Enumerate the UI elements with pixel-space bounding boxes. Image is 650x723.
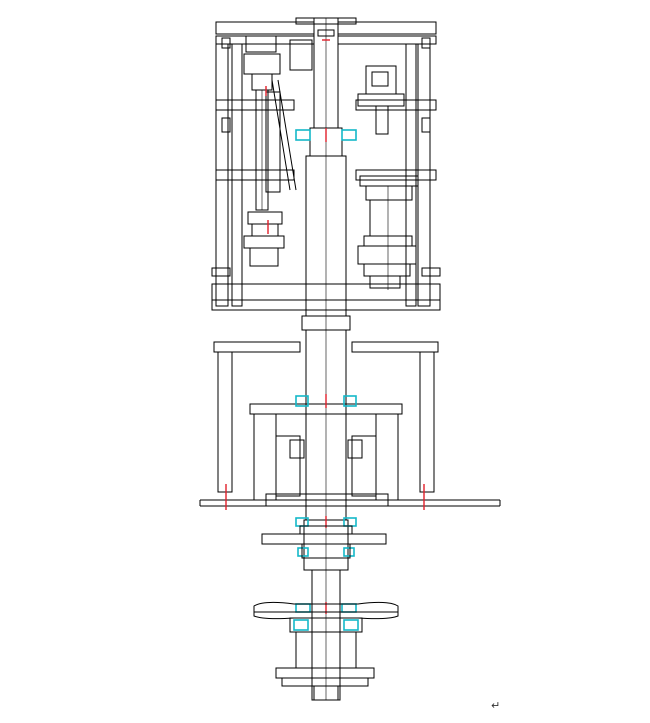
central-shaft	[295, 17, 357, 701]
right-motor-assembly	[357, 65, 419, 290]
left-actuator-assembly	[243, 35, 313, 267]
lower-flanges	[253, 525, 399, 701]
middle-frame	[199, 341, 501, 510]
paragraph-mark: ↵	[491, 699, 501, 712]
shaft-bearings	[293, 128, 359, 631]
